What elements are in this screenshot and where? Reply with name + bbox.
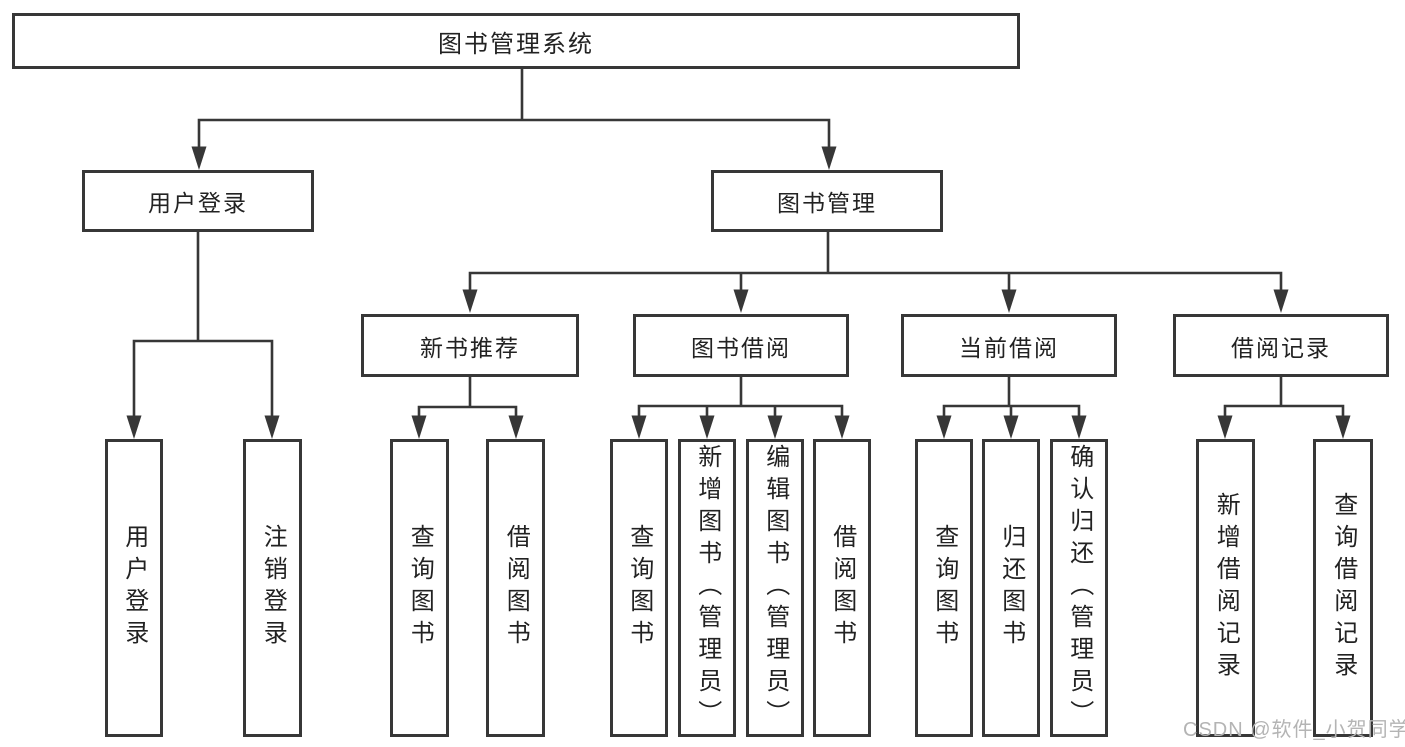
node-leaf-edit-books-admin: 编辑图书（管理员） — [746, 439, 804, 737]
arrowheads — [126, 146, 1351, 439]
node-book-management-label: 图书管理 — [777, 190, 877, 216]
node-leaf-return-books: 归还图书 — [982, 439, 1040, 737]
arrowhead — [631, 415, 647, 439]
node-leaf-query-books-1-label: 查询图书 — [406, 524, 434, 652]
node-leaf-logout-label: 注销登录 — [259, 524, 287, 652]
arrowhead — [821, 146, 837, 170]
node-leaf-add-books-admin-label: 新增图书（管理员） — [693, 444, 721, 732]
connector-userlogin-to-leaves — [132, 232, 274, 421]
arrowhead — [411, 415, 427, 439]
node-leaf-confirm-return-admin-label: 确认归还（管理员） — [1065, 444, 1093, 732]
connector-bookmgmt-to-level3 — [468, 232, 1283, 295]
arrowhead — [1071, 415, 1087, 439]
arrowhead — [191, 146, 207, 170]
node-new-book-recommend: 新书推荐 — [361, 314, 579, 377]
node-leaf-borrow-books-1: 借阅图书 — [486, 439, 545, 737]
node-leaf-query-books-2: 查询图书 — [610, 439, 668, 737]
arrowhead — [733, 289, 749, 313]
arrowhead — [264, 415, 280, 439]
node-book-borrowing-label: 图书借阅 — [691, 334, 791, 361]
node-leaf-confirm-return-admin: 确认归还（管理员） — [1050, 439, 1108, 737]
node-leaf-query-borrow-record: 查询借阅记录 — [1313, 439, 1373, 737]
node-leaf-add-books-admin: 新增图书（管理员） — [678, 439, 736, 737]
node-leaf-return-books-label: 归还图书 — [997, 524, 1025, 652]
node-leaf-borrow-books-2: 借阅图书 — [813, 439, 871, 737]
node-leaf-query-borrow-record-label: 查询借阅记录 — [1329, 492, 1357, 684]
connector-root-to-level2 — [197, 69, 831, 152]
node-current-borrowing-label: 当前借阅 — [959, 334, 1059, 361]
node-leaf-add-borrow-record-label: 新增借阅记录 — [1212, 492, 1240, 684]
node-leaf-user-login: 用户登录 — [105, 439, 163, 737]
node-leaf-borrow-books-1-label: 借阅图书 — [502, 524, 530, 652]
node-book-borrowing: 图书借阅 — [633, 314, 849, 377]
arrowhead — [936, 415, 952, 439]
node-borrowing-records-label: 借阅记录 — [1231, 334, 1331, 361]
connectors — [132, 69, 1345, 421]
node-root: 图书管理系统 — [12, 13, 1020, 69]
arrowhead — [699, 415, 715, 439]
csdn-watermark: CSDN @软件_小贺同学 — [1183, 719, 1405, 741]
connector-currentborrow-to-leaves — [942, 377, 1081, 421]
arrowhead — [1335, 415, 1351, 439]
arrowhead — [1217, 415, 1233, 439]
arrowhead — [834, 415, 850, 439]
node-new-book-recommend-label: 新书推荐 — [420, 334, 520, 361]
connector-newbookrec-to-leaves — [417, 377, 518, 421]
node-leaf-query-books-2-label: 查询图书 — [625, 524, 653, 652]
node-leaf-borrow-books-2-label: 借阅图书 — [828, 524, 856, 652]
node-leaf-query-books-1: 查询图书 — [390, 439, 449, 737]
node-leaf-add-borrow-record: 新增借阅记录 — [1196, 439, 1255, 737]
arrowhead — [126, 415, 142, 439]
node-leaf-user-login-label: 用户登录 — [120, 524, 148, 652]
arrowhead — [767, 415, 783, 439]
node-root-label: 图书管理系统 — [438, 30, 594, 58]
node-borrowing-records: 借阅记录 — [1173, 314, 1389, 377]
node-book-management: 图书管理 — [711, 170, 943, 232]
arrowhead — [1003, 415, 1019, 439]
connector-bookborrow-to-leaves — [637, 377, 844, 421]
connector-borrowrecords-to-leaves — [1223, 377, 1345, 421]
node-user-login-label: 用户登录 — [148, 190, 248, 216]
arrowhead — [1001, 289, 1017, 313]
node-leaf-logout: 注销登录 — [243, 439, 302, 737]
node-leaf-query-books-3-label: 查询图书 — [930, 524, 958, 652]
arrowhead — [508, 415, 524, 439]
node-user-login: 用户登录 — [82, 170, 314, 232]
node-leaf-query-books-3: 查询图书 — [915, 439, 973, 737]
node-leaf-edit-books-admin-label: 编辑图书（管理员） — [761, 444, 789, 732]
arrowhead — [462, 289, 478, 313]
node-current-borrowing: 当前借阅 — [901, 314, 1117, 377]
arrowhead — [1273, 289, 1289, 313]
